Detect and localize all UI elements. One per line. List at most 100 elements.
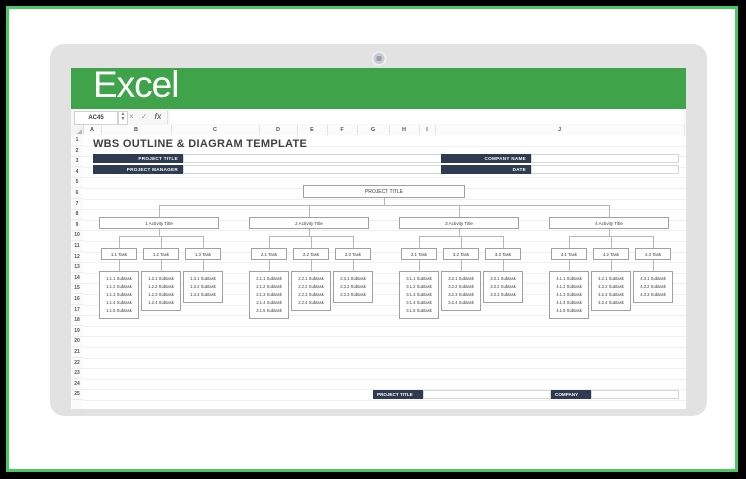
date-value[interactable]: [531, 165, 679, 174]
row-header-14[interactable]: 14: [71, 273, 83, 284]
row-header-13[interactable]: 13: [71, 262, 83, 274]
row-header-24[interactable]: 24: [71, 379, 83, 390]
name-box-spinner[interactable]: ▲▼: [118, 111, 128, 125]
row-header-20[interactable]: 20: [71, 336, 83, 348]
task-node-3-3[interactable]: 3.3 Task: [485, 248, 521, 260]
subtask-item: 2.1.3 Subtask: [256, 292, 282, 297]
task-node-3-2[interactable]: 3.2 Task: [443, 248, 479, 260]
row-header-23[interactable]: 23: [71, 368, 83, 380]
subtask-item: 3.1.3 Subtask: [406, 292, 432, 297]
connector-subtask-drop: [611, 260, 612, 271]
row-header-18[interactable]: 18: [71, 315, 83, 327]
column-header-h[interactable]: H: [389, 125, 420, 135]
subtask-item: 4.3.3 Subtask: [640, 292, 666, 297]
confirm-icon[interactable]: ✓: [140, 112, 148, 121]
column-header-g[interactable]: G: [357, 125, 390, 135]
camera-icon: [373, 53, 384, 64]
date-label: DATE: [441, 165, 531, 174]
column-header-d[interactable]: D: [259, 125, 298, 135]
cancel-icon[interactable]: ×: [129, 112, 134, 121]
row-header-17[interactable]: 17: [71, 305, 83, 316]
column-header-i[interactable]: I: [419, 125, 436, 135]
gridline: [83, 304, 686, 306]
row-header-4[interactable]: 4: [71, 167, 83, 178]
select-all-corner[interactable]: [71, 125, 84, 135]
column-header-b[interactable]: B: [101, 125, 172, 135]
row-header-5[interactable]: 5: [71, 177, 83, 189]
subtask-item: 1.1.3 Subtask: [106, 292, 132, 297]
task-node-1-1[interactable]: 1.1 Task: [101, 248, 137, 260]
column-header-c[interactable]: C: [171, 125, 260, 135]
task-node-4-1[interactable]: 4.1 Task: [551, 248, 587, 260]
gridline: [83, 209, 686, 211]
row-header-21[interactable]: 21: [71, 347, 83, 358]
activity-node-4[interactable]: 4 Activity Title: [549, 217, 669, 229]
subtask-item: 2.1.4 Subtask: [256, 300, 282, 305]
footer-company-label: COMPANY: [551, 390, 591, 399]
row-header-1[interactable]: 1: [71, 135, 83, 146]
row-header-8[interactable]: 8: [71, 209, 83, 221]
row-header-16[interactable]: 16: [71, 294, 83, 305]
task-node-4-3[interactable]: 4.3 Task: [635, 248, 671, 260]
subtask-item: 1.3.3 Subtask: [190, 292, 216, 297]
activity-node-2[interactable]: 2 Activity Title: [249, 217, 369, 229]
subtask-item: 1.3.2 Subtask: [190, 284, 216, 289]
task-node-4-2[interactable]: 4.2 Task: [593, 248, 629, 260]
row-header-9[interactable]: 9: [71, 220, 83, 231]
task-node-2-1[interactable]: 2.1 Task: [251, 248, 287, 260]
insert-function-icon[interactable]: fx: [154, 112, 162, 121]
excel-banner: Excel: [71, 68, 686, 109]
connector-task-drop: [311, 236, 312, 248]
task-node-1-3[interactable]: 1.3 Task: [185, 248, 221, 260]
name-box[interactable]: AC45: [74, 111, 118, 125]
subtask-item: 3.1.2 Subtask: [406, 284, 432, 289]
footer-project-title-value[interactable]: [423, 390, 551, 399]
column-header-j[interactable]: J: [435, 125, 685, 135]
row-header-22[interactable]: 22: [71, 358, 83, 369]
row-header-11[interactable]: 11: [71, 241, 83, 252]
worksheet-grid[interactable]: WBS OUTLINE & DIAGRAM TEMPLATE PROJECT T…: [83, 135, 686, 409]
row-header-6[interactable]: 6: [71, 188, 83, 199]
row-header-2[interactable]: 2: [71, 146, 83, 157]
task-node-2-2[interactable]: 2.2 Task: [293, 248, 329, 260]
connector-activity-down-2: [309, 229, 310, 236]
subtask-item: 4.2.1 Subtask: [598, 276, 624, 281]
column-header-f[interactable]: F: [327, 125, 358, 135]
activity-node-3[interactable]: 3 Activity Title: [399, 217, 519, 229]
row-header-25[interactable]: 25: [71, 389, 83, 401]
footer-company-value[interactable]: [591, 390, 679, 399]
row-header-10[interactable]: 10: [71, 230, 83, 242]
task-node-1-2[interactable]: 1.2 Task: [143, 248, 179, 260]
column-header-e[interactable]: E: [297, 125, 328, 135]
row-header-15[interactable]: 15: [71, 283, 83, 295]
column-header-a[interactable]: A: [83, 125, 102, 135]
row-header-19[interactable]: 19: [71, 326, 83, 337]
company-name-value[interactable]: [531, 154, 679, 163]
task-node-2-3[interactable]: 2.3 Task: [335, 248, 371, 260]
subtask-item: 1.1.4 Subtask: [106, 300, 132, 305]
root-node[interactable]: PROJECT TITLE: [303, 185, 465, 198]
row-header-3[interactable]: 3: [71, 156, 83, 168]
task-node-3-1[interactable]: 3.1 Task: [401, 248, 437, 260]
row-header-12[interactable]: 12: [71, 252, 83, 263]
row-header-7[interactable]: 7: [71, 199, 83, 210]
formula-input[interactable]: [170, 110, 684, 124]
subtask-item: 2.3.3 Subtask: [340, 292, 366, 297]
subtask-item: 4.1.5 Subtask: [556, 308, 582, 313]
activity-node-1[interactable]: 1 Activity Title: [99, 217, 219, 229]
subtask-item: 3.3.3 Subtask: [490, 292, 516, 297]
